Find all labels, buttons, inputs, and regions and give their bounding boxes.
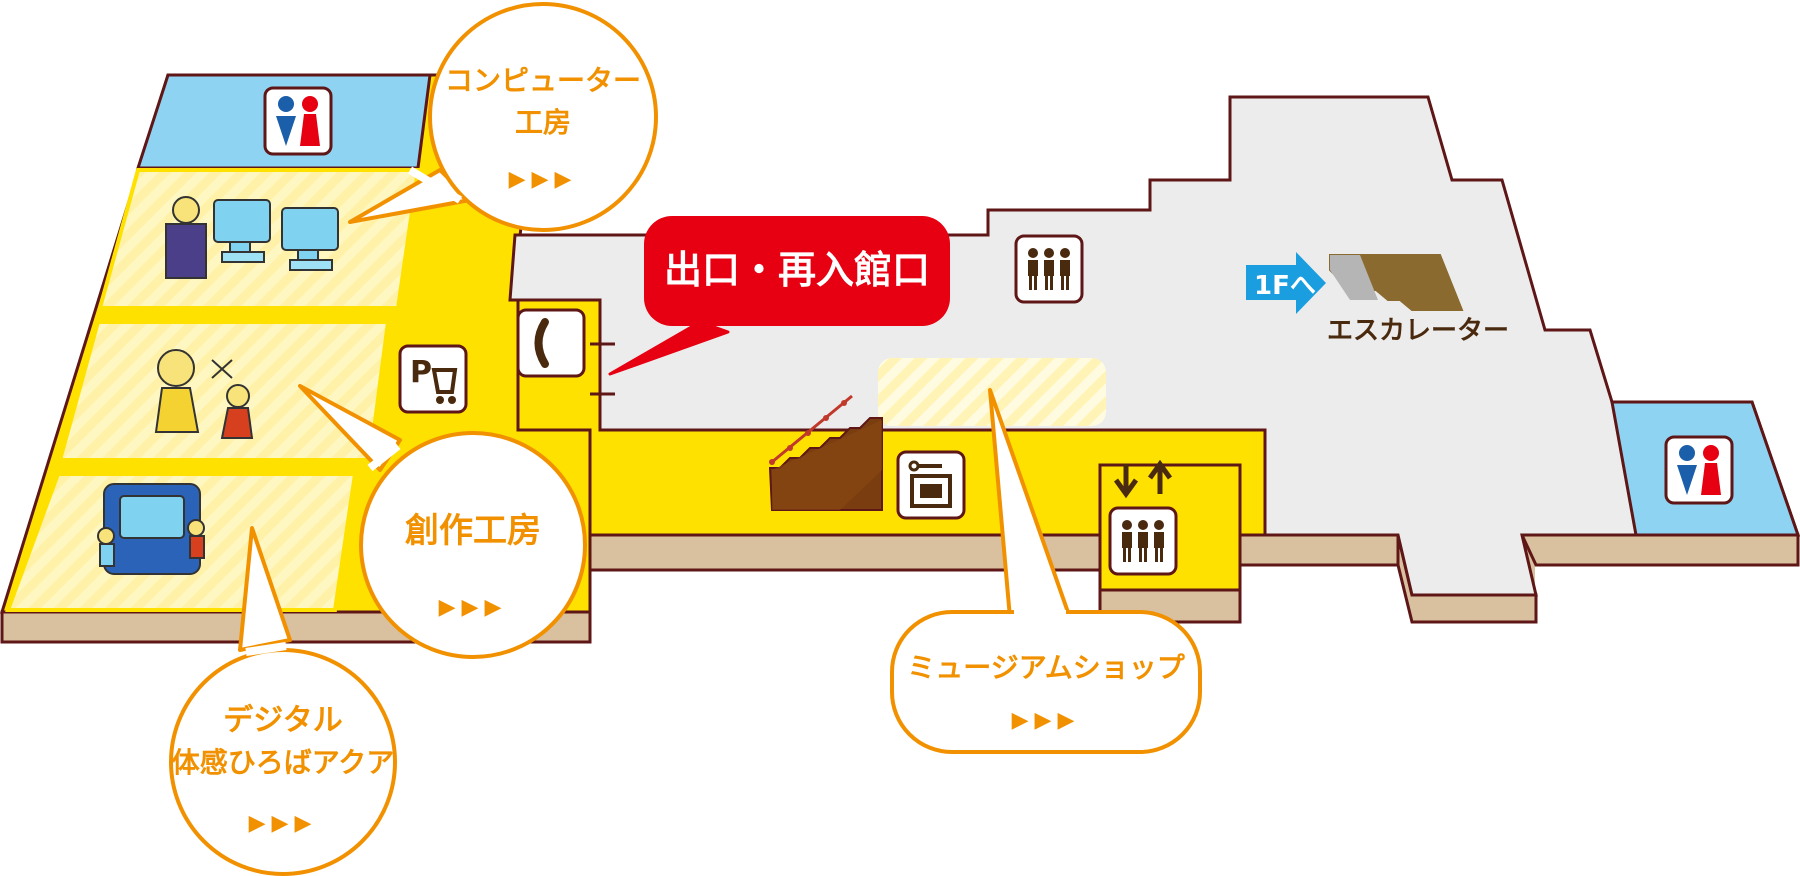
computer-workshop-illustration: [165, 196, 339, 279]
restroom-icon: [1664, 435, 1734, 505]
creative-workshop-room[interactable]: [57, 320, 391, 462]
far-right-wall: [1519, 533, 1800, 567]
right-lower-wall: [1238, 533, 1400, 567]
telephone-icon: [516, 308, 586, 378]
escalator-direction-arrow[interactable]: 1Fへ: [1246, 252, 1326, 314]
digital-aqua-arrows: ▶▶▶: [249, 811, 318, 836]
creative-workshop-illustration: [154, 349, 254, 439]
digital-aqua-bubble[interactable]: デジタル 体感ひろばアクア ▶▶▶: [169, 526, 397, 876]
computer-workshop-title-2: 工房: [515, 106, 571, 139]
museum-shop-arrows: ▶▶▶: [1012, 708, 1081, 733]
creative-workshop-bubble[interactable]: 創作工房 ▶▶▶: [298, 384, 587, 659]
escalator-floor-label: 1Fへ: [1254, 271, 1316, 301]
stairs-icon: [768, 394, 883, 511]
museum-shop-bubble[interactable]: ミュージアムショップ ▶▶▶: [890, 388, 1202, 754]
exit-reentry-sign[interactable]: 出口・再入館口: [608, 216, 950, 376]
creative-workshop-title: 創作工房: [405, 511, 541, 551]
digital-aqua-title: デジタル: [223, 703, 342, 738]
exit-reentry-label: 出口・再入館口: [664, 248, 930, 292]
elevator-icon: [1108, 459, 1178, 576]
stroller-parking-icon: P: [398, 344, 468, 414]
elevator-icon: [1014, 234, 1084, 304]
escalator-icon: [1329, 254, 1464, 311]
computer-workshop-bubble[interactable]: コンピューター 工房 ▶▶▶: [348, 2, 658, 232]
escalator-label: エスカレーター: [1327, 316, 1509, 346]
computer-workshop-arrows: ▶▶▶: [509, 167, 578, 192]
digital-aqua-illustration: [97, 483, 205, 575]
creative-workshop-arrows: ▶▶▶: [439, 595, 508, 620]
museum-shop-title: ミュージアムショップ: [907, 651, 1185, 684]
digital-aqua-title-2: 体感ひろばアクア: [172, 746, 395, 779]
restroom-icon: [263, 86, 333, 156]
computer-workshop-title: コンピューター: [445, 64, 641, 97]
coin-locker-icon: [896, 450, 966, 520]
svg-text:P: P: [410, 355, 432, 390]
